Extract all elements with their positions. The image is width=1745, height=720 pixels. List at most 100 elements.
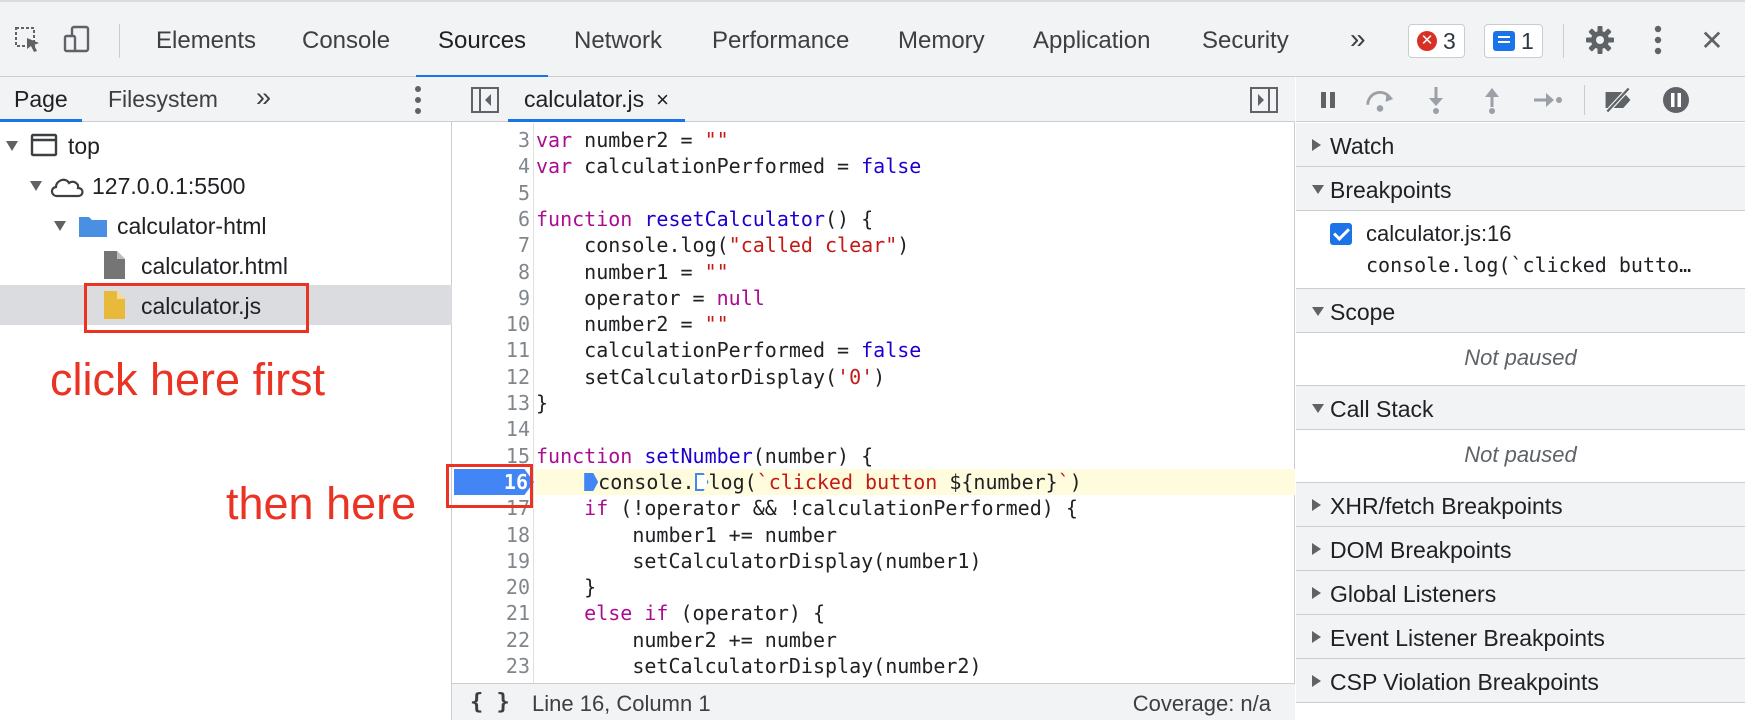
code-line: calculationPerformed = false <box>536 338 922 363</box>
line-number-gutter[interactable]: 3 4 5 6 7 8 9 10 11 12 13 14 15 16 17 18… <box>452 123 534 683</box>
tab-memory[interactable]: Memory <box>898 27 985 54</box>
device-toolbar-icon[interactable] <box>62 24 94 56</box>
step-icon[interactable] <box>1532 84 1564 116</box>
section-dom-breakpoints[interactable]: DOM Breakpoints <box>1296 527 1745 571</box>
line-number[interactable]: 23 <box>505 654 530 678</box>
tree-item-top[interactable]: top <box>0 125 452 165</box>
breakpoint-checkbox[interactable] <box>1330 223 1352 245</box>
tab-elements[interactable]: Elements <box>156 27 257 54</box>
inspect-element-icon[interactable] <box>12 24 44 56</box>
navigator-menu-icon[interactable] <box>414 85 422 120</box>
line-number[interactable]: 3 <box>517 128 530 152</box>
tree-item-origin[interactable]: 127.0.0.1:5500 <box>0 165 452 205</box>
deactivate-breakpoints-icon[interactable] <box>1602 84 1634 116</box>
line-number[interactable]: 5 <box>517 180 530 205</box>
tab-network[interactable]: Network <box>574 27 663 54</box>
message-counter-badge[interactable]: 1 <box>1484 24 1543 58</box>
pause-on-exceptions-icon[interactable] <box>1660 84 1692 116</box>
line-number[interactable]: 8 <box>517 259 530 284</box>
breakpoint-marker[interactable]: 16 <box>454 469 534 495</box>
tab-page[interactable]: Page <box>0 77 82 122</box>
section-title: CSP Violation Breakpoints <box>1330 669 1599 695</box>
js-file-icon <box>102 290 126 326</box>
code-editor-pane: calculator.js× 3 4 5 6 7 8 9 10 11 12 13… <box>452 77 1295 720</box>
line-number[interactable]: 10 <box>505 312 530 337</box>
close-icon[interactable]: ✕ <box>1700 24 1724 56</box>
coverage-status[interactable]: Coverage: n/a <box>1132 691 1271 716</box>
tree-item-file-html[interactable]: calculator.html <box>0 245 452 285</box>
cloud-icon <box>48 173 86 205</box>
pause-icon[interactable] <box>1312 84 1344 116</box>
inline-breakpoint-icon[interactable] <box>584 473 599 491</box>
expand-arrow-icon[interactable] <box>30 181 42 191</box>
more-tabs-chevron-icon[interactable]: » <box>256 82 272 112</box>
tab-console[interactable]: Console <box>302 27 391 54</box>
error-icon: ✕ <box>1417 31 1437 51</box>
editor-tab-calculator-js[interactable]: calculator.js× <box>508 77 686 122</box>
section-scope[interactable]: Scope <box>1296 289 1745 333</box>
tab-filesystem[interactable]: Filesystem <box>108 86 218 112</box>
more-tabs-chevron-icon[interactable]: » <box>1350 23 1366 54</box>
line-number[interactable]: 20 <box>505 575 530 600</box>
section-global-listeners[interactable]: Global Listeners <box>1296 571 1745 615</box>
tab-application[interactable]: Application <box>1033 27 1151 54</box>
tab-performance[interactable]: Performance <box>712 27 850 54</box>
toggle-debugger-icon[interactable] <box>1249 85 1279 120</box>
line-number[interactable]: 21 <box>505 601 530 626</box>
inline-breakpoint-icon[interactable] <box>694 473 709 491</box>
section-event-listener-breakpoints[interactable]: Event Listener Breakpoints <box>1296 615 1745 659</box>
line-number[interactable]: 12 <box>505 364 530 389</box>
tree-item-file-js[interactable]: calculator.js <box>0 285 452 325</box>
toggle-navigator-icon[interactable] <box>470 85 500 120</box>
line-number[interactable]: 17 <box>505 496 530 521</box>
line-number[interactable]: 15 <box>505 443 530 468</box>
section-xhr-breakpoints[interactable]: XHR/fetch Breakpoints <box>1296 483 1745 527</box>
settings-gear-icon[interactable] <box>1584 24 1616 56</box>
breakpoint-entry[interactable]: calculator.js:16 console.log(`clicked bu… <box>1296 211 1745 289</box>
expand-arrow-icon[interactable] <box>6 141 18 151</box>
line-number[interactable]: 6 <box>517 206 530 231</box>
debugger-sidebar: Watch Breakpoints calculator.js:16 conso… <box>1296 77 1745 720</box>
line-number[interactable]: 19 <box>505 548 530 573</box>
html-file-icon <box>102 250 126 286</box>
frame-icon <box>30 133 58 163</box>
section-title: Global Listeners <box>1330 581 1497 607</box>
collapsed-arrow-icon <box>1312 587 1321 599</box>
step-out-icon[interactable] <box>1476 84 1508 116</box>
section-watch[interactable]: Watch <box>1296 123 1745 167</box>
line-number[interactable]: 22 <box>505 627 530 652</box>
editor-status-bar: { } Line 16, Column 1 Coverage: n/a <box>452 683 1295 720</box>
breakpoint-location: calculator.js:16 <box>1366 221 1512 246</box>
section-title: Scope <box>1330 299 1396 325</box>
section-title: Call Stack <box>1330 396 1434 422</box>
more-vertical-icon[interactable] <box>1642 24 1674 56</box>
step-over-icon[interactable] <box>1364 84 1396 116</box>
line-number[interactable]: 9 <box>517 285 530 310</box>
code-line <box>536 180 548 206</box>
error-count: 3 <box>1443 27 1456 54</box>
line-number[interactable]: 13 <box>505 391 530 415</box>
tree-item-label: top <box>68 133 100 159</box>
line-number[interactable]: 18 <box>505 522 530 547</box>
error-counter-badge[interactable]: ✕ 3 <box>1408 24 1465 58</box>
tab-security[interactable]: Security <box>1202 27 1289 54</box>
close-tab-icon[interactable]: × <box>656 87 670 112</box>
tree-item-folder[interactable]: calculator-html <box>0 205 452 245</box>
section-call-stack[interactable]: Call Stack <box>1296 386 1745 430</box>
expand-arrow-icon[interactable] <box>54 221 66 231</box>
line-number[interactable]: 7 <box>517 233 530 258</box>
tab-sources[interactable]: Sources <box>416 2 549 78</box>
line-number[interactable]: 14 <box>505 417 530 442</box>
collapsed-arrow-icon <box>1312 543 1321 555</box>
line-number[interactable]: 4 <box>517 154 530 179</box>
pretty-print-icon[interactable]: { } <box>470 690 510 715</box>
section-breakpoints[interactable]: Breakpoints <box>1296 167 1745 211</box>
tree-item-label: calculator.html <box>141 253 289 279</box>
main-toolbar: Elements Console Sources Network Perform… <box>0 0 1745 78</box>
code-area[interactable]: 3 4 5 6 7 8 9 10 11 12 13 14 15 16 17 18… <box>452 123 1295 683</box>
section-csp-violation-breakpoints[interactable]: CSP Violation Breakpoints <box>1296 659 1745 703</box>
toolbar-separator <box>1584 85 1585 115</box>
line-number[interactable]: 11 <box>505 338 530 363</box>
step-into-icon[interactable] <box>1420 84 1452 116</box>
annotation-click-first: click here first <box>50 354 326 405</box>
